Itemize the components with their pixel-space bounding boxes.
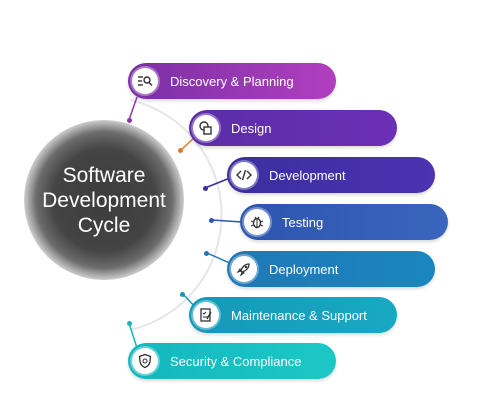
stage-dot-3 bbox=[203, 186, 208, 191]
stage-development[interactable]: Development bbox=[227, 157, 435, 193]
stage-security-compliance[interactable]: Security & Compliance bbox=[128, 343, 336, 379]
stage-label: Development bbox=[269, 167, 346, 183]
shield-icon bbox=[132, 348, 158, 374]
cycle-title: Software Development Cycle bbox=[42, 163, 166, 237]
stage-dot-2 bbox=[178, 148, 183, 153]
stage-maintenance-support[interactable]: Maintenance & Support bbox=[189, 297, 397, 333]
stage-deployment[interactable]: Deployment bbox=[227, 251, 435, 287]
stage-dot-5 bbox=[204, 251, 209, 256]
checklist-icon bbox=[193, 302, 219, 328]
stage-label: Testing bbox=[282, 214, 324, 230]
stage-dot-6 bbox=[180, 292, 185, 297]
stage-dot-7 bbox=[127, 321, 132, 326]
rocket-icon bbox=[231, 256, 257, 282]
stage-label: Security & Compliance bbox=[170, 353, 302, 369]
stage-label: Design bbox=[231, 120, 272, 136]
connector-1 bbox=[128, 96, 138, 121]
cycle-center: Software Development Cycle bbox=[24, 120, 184, 280]
stage-label: Discovery & Planning bbox=[170, 73, 294, 89]
stage-discovery-planning[interactable]: Discovery & Planning bbox=[128, 63, 336, 99]
stage-label: Deployment bbox=[269, 261, 339, 277]
connector-4 bbox=[211, 219, 243, 223]
code-icon bbox=[231, 162, 257, 188]
stage-dot-1 bbox=[127, 118, 132, 123]
stage-dot-4 bbox=[209, 218, 214, 223]
shapes-icon bbox=[193, 115, 219, 141]
stage-testing[interactable]: Testing bbox=[240, 204, 448, 240]
stage-design[interactable]: Design bbox=[189, 110, 397, 146]
bug-icon bbox=[244, 209, 270, 235]
search-list-icon bbox=[132, 68, 158, 94]
stage-label: Maintenance & Support bbox=[231, 307, 367, 323]
connector-3 bbox=[204, 177, 231, 189]
connector-7 bbox=[128, 322, 138, 349]
